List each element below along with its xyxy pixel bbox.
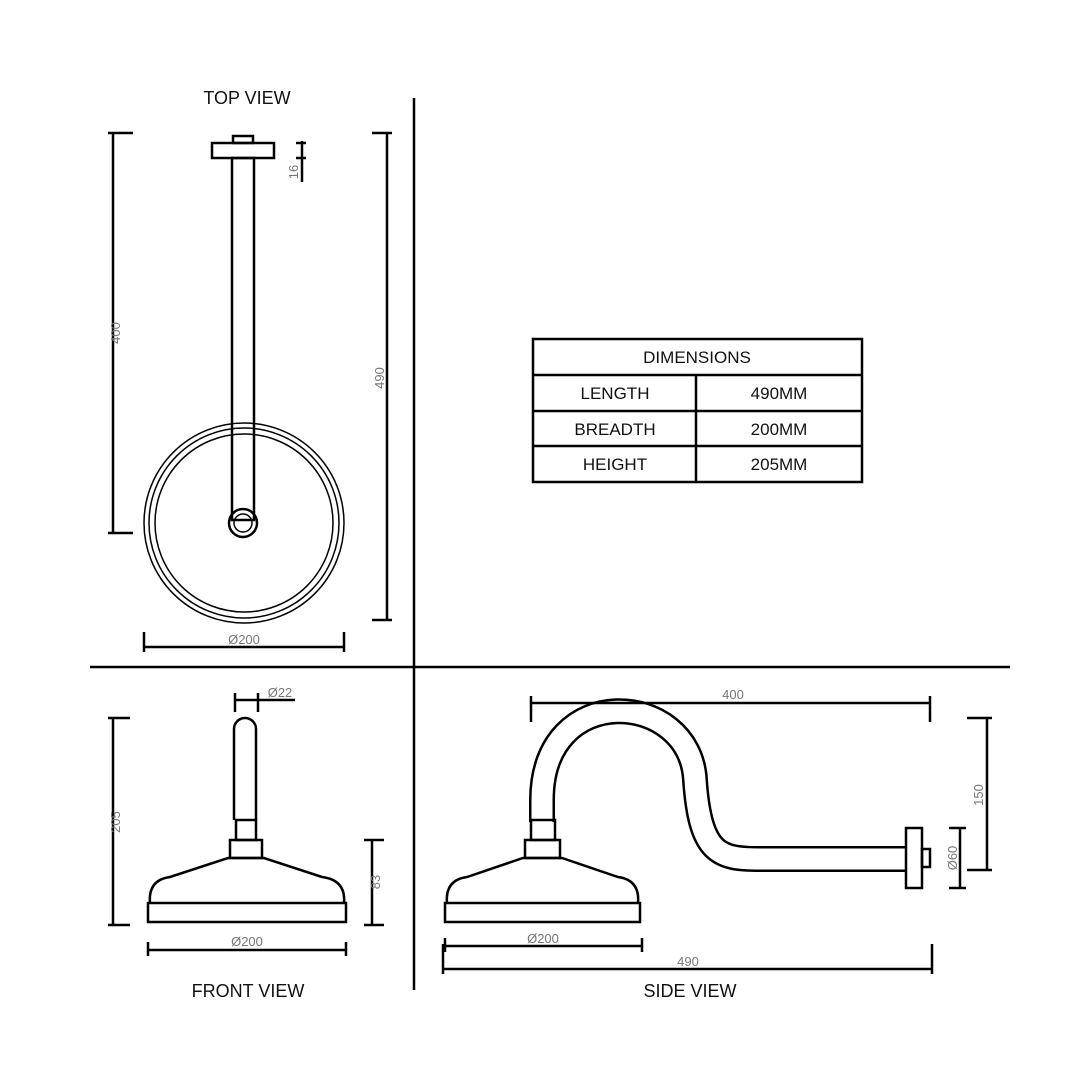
dimensions-table: DIMENSIONS LENGTH 490MM BREADTH 200MM HE… bbox=[531, 337, 864, 484]
side-view: 400 150 Ø60 Ø200 490 SIDE VIEW bbox=[441, 687, 992, 1001]
dim-16: 16 bbox=[286, 141, 306, 182]
dim-label: Ø60 bbox=[945, 846, 960, 871]
front-connector bbox=[234, 818, 258, 842]
table-cell-value: 205MM bbox=[751, 455, 808, 474]
table-cell-value: 200MM bbox=[751, 420, 808, 439]
dim-label: Ø22 bbox=[268, 685, 293, 700]
dim-205: 205 bbox=[108, 716, 130, 927]
side-head-base bbox=[443, 901, 642, 924]
head-mid-circle bbox=[148, 427, 340, 619]
front-nut bbox=[228, 838, 264, 860]
dim-label: Ø200 bbox=[527, 931, 559, 946]
dim-label: 490 bbox=[677, 954, 699, 969]
dim-label: 490 bbox=[372, 367, 387, 389]
front-view: Ø22 205 83 Ø200 FRONT VIEW bbox=[108, 685, 384, 1001]
arm-pipe bbox=[230, 156, 256, 522]
top-view: TOP VIEW 400 490 16 bbox=[108, 88, 392, 652]
front-head-base bbox=[146, 901, 348, 924]
side-plate-nub bbox=[920, 847, 932, 869]
dim-diameter-200: Ø200 bbox=[142, 632, 346, 652]
head-outer-circle bbox=[143, 422, 345, 624]
table-cell-label: LENGTH bbox=[581, 384, 650, 403]
pipe-end-inner bbox=[233, 513, 253, 533]
dim-83: 83 bbox=[364, 838, 384, 927]
table-cell-label: BREADTH bbox=[574, 420, 655, 439]
front-pipe bbox=[232, 716, 258, 820]
dim-diameter-60: Ø60 bbox=[945, 826, 966, 890]
dim-label: Ø200 bbox=[231, 934, 263, 949]
dim-side-400: 400 bbox=[529, 687, 932, 722]
table-cell-value: 490MM bbox=[751, 384, 808, 403]
table-header: DIMENSIONS bbox=[643, 348, 751, 367]
dim-label: 16 bbox=[286, 165, 301, 179]
wall-plate bbox=[210, 141, 276, 160]
dim-400: 400 bbox=[108, 131, 133, 535]
dim-label: Ø200 bbox=[228, 632, 260, 647]
side-arm-outline bbox=[529, 698, 906, 872]
dim-label: 150 bbox=[971, 784, 986, 806]
side-head-dome bbox=[445, 856, 640, 904]
side-connector bbox=[529, 818, 557, 842]
head-inner-circle bbox=[154, 433, 334, 613]
side-arm-fill bbox=[531, 700, 906, 870]
dim-side-490: 490 bbox=[441, 944, 934, 974]
side-wall-plate bbox=[904, 826, 924, 890]
side-nut bbox=[523, 838, 562, 860]
dim-label: 400 bbox=[108, 322, 123, 344]
front-head-dome bbox=[148, 856, 346, 904]
front-view-title: FRONT VIEW bbox=[192, 981, 305, 1001]
pipe-end bbox=[227, 507, 259, 539]
dim-label: 205 bbox=[108, 811, 123, 833]
dim-150: 150 bbox=[967, 716, 992, 872]
dim-label: 400 bbox=[722, 687, 744, 702]
dim-front-diameter-200: Ø200 bbox=[146, 934, 348, 956]
table-cell-label: HEIGHT bbox=[583, 455, 647, 474]
dim-label: 83 bbox=[368, 875, 383, 889]
dim-side-diameter-200: Ø200 bbox=[443, 931, 644, 952]
dim-diameter-22: Ø22 bbox=[233, 685, 295, 712]
dim-490: 490 bbox=[372, 131, 392, 622]
side-view-title: SIDE VIEW bbox=[643, 981, 736, 1001]
top-view-title: TOP VIEW bbox=[203, 88, 290, 108]
plate-nub bbox=[231, 134, 255, 145]
